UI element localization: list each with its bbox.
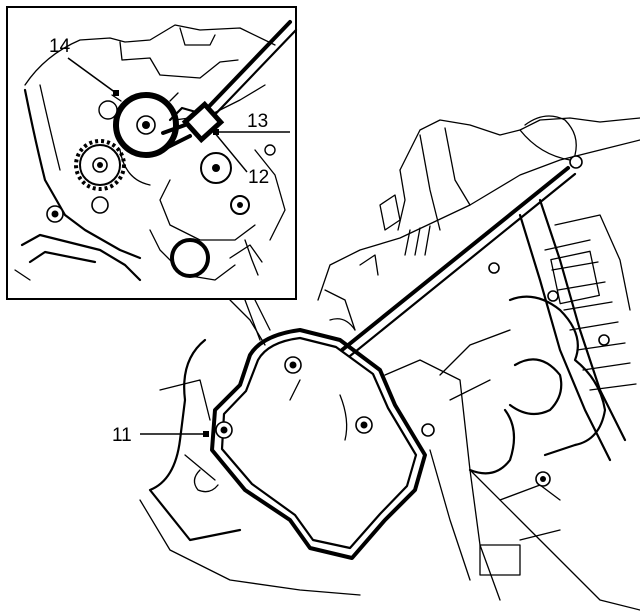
idler-pulley bbox=[98, 100, 276, 278]
camshaft-sprocket bbox=[111, 92, 179, 158]
cover-bolt bbox=[355, 416, 373, 434]
inset-leader bbox=[254, 299, 271, 331]
cover-bolt bbox=[215, 421, 233, 439]
callout-12: 12 bbox=[213, 131, 269, 188]
callout-11: 11 bbox=[112, 425, 209, 446]
timing-cover-assembly bbox=[210, 328, 427, 560]
callout-13-label: 13 bbox=[247, 111, 268, 132]
gear bbox=[74, 139, 126, 191]
cover-bolt bbox=[284, 356, 302, 374]
detail-inset: 14 13 12 bbox=[6, 6, 298, 300]
engine-background-linework bbox=[139, 115, 640, 611]
callout-11-label: 11 bbox=[112, 425, 132, 446]
callout-13: 13 bbox=[213, 111, 290, 135]
callout-12-label: 12 bbox=[248, 167, 269, 188]
callout-14-label: 14 bbox=[49, 36, 71, 57]
pulley bbox=[46, 196, 109, 223]
callout-14: 14 bbox=[49, 36, 119, 96]
timing-tool-rod bbox=[340, 166, 577, 358]
locking-tool bbox=[161, 20, 298, 150]
